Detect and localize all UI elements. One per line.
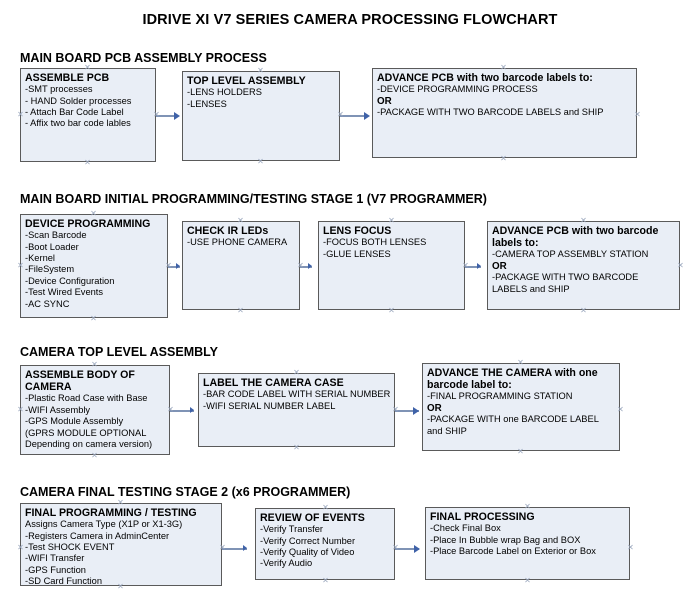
process-box-device-programming[interactable]: DEVICE PROGRAMMING -Scan Barcode -Boot L… [20,214,168,318]
section-heading-camera-final-testing: CAMERA FINAL TESTING STAGE 2 (x6 PROGRAM… [20,485,351,499]
box-line: -CAMERA TOP ASSEMBLY STATION [492,249,649,260]
process-box-review-of-events[interactable]: REVIEW OF EVENTS -Verify Transfer -Verif… [255,508,395,580]
page-title: IDRIVE XI V7 SERIES CAMERA PROCESSING FL… [142,12,558,28]
connector-arrowhead [364,112,370,120]
box-line: -PACKAGE WITH TWO BARCODE LABELS and SHI… [377,107,604,118]
box-line: -Test Wired Events [25,287,104,298]
box-line-or: OR [427,402,442,414]
box-line: -Verify Transfer [260,524,324,535]
section-heading-camera-top-level-assembly: CAMERA TOP LEVEL ASSEMBLY [20,345,218,359]
box-title: ADVANCE PCB with two barcode labels to: [377,72,593,84]
box-line: -GLUE LENSES [323,248,391,259]
box-line: -Boot Loader [25,241,79,252]
section-heading-main-board-pcb-assembly: MAIN BOARD PCB ASSEMBLY PROCESS [20,51,267,65]
box-line: -Verify Audio [260,558,313,569]
box-line: -Registers Camera in AdminCenter [25,530,170,541]
box-title: ASSEMBLE BODY OF CAMERA [25,369,135,394]
box-line: -WIFI Assembly [25,404,91,415]
box-line: -SMT processes [25,84,93,95]
box-title: LABEL THE CAMERA CASE [203,377,344,389]
box-line: -BAR CODE LABEL WITH SERIAL NUMBER [203,389,391,400]
connector-arrowhead [243,545,247,551]
connector-arrow [300,266,312,268]
box-line: -DEVICE PROGRAMMING PROCESS [377,84,538,95]
box-line: -GPS Module Assembly [25,416,124,427]
box-line: -FOCUS BOTH LENSES [323,237,427,248]
box-line: -FileSystem [25,264,75,275]
box-line: Depending on camera version) [25,439,153,450]
connector-arrow [465,266,481,268]
box-line: -Kernel [25,253,55,264]
box-line: -WIFI SERIAL NUMBER LABEL [203,400,336,411]
box-line: -AC SYNC [25,298,70,309]
section-heading-main-board-initial-programming: MAIN BOARD INITIAL PROGRAMMING/TESTING S… [20,192,487,206]
connector-arrow [168,266,180,268]
connector-arrowhead [176,263,180,269]
box-line-or: OR [377,95,392,107]
box-title: FINAL PROCESSING [430,511,535,523]
box-line: -GPS Function [25,564,86,575]
box-line: -Place Barcode Label on Exterior or Box [430,546,596,557]
box-title: TOP LEVEL ASSEMBLY [187,75,306,87]
box-title: LENS FOCUS [323,225,392,237]
box-line: -USE PHONE CAMERA [187,237,288,248]
connector-arrow [156,115,178,117]
box-line: -Device Configuration [25,275,115,286]
box-title: REVIEW OF EVENTS [260,512,365,524]
connector-arrow [340,115,368,117]
box-line: - Affix two bar code lables [25,118,131,129]
process-box-assemble-pcb[interactable]: ASSEMBLE PCB -SMT processes - HAND Solde… [20,68,156,162]
box-line-or: OR [492,260,507,272]
box-title: FINAL PROGRAMMING / TESTING [25,507,197,519]
connector-arrowhead [174,112,180,120]
process-box-final-programming-testing[interactable]: FINAL PROGRAMMING / TESTING Assigns Came… [20,503,222,586]
connector-arrow [395,410,419,412]
process-box-final-processing[interactable]: FINAL PROCESSING -Check Final Box -Place… [425,507,630,580]
connector-arrowhead [413,407,419,415]
connector-arrowhead [414,545,420,553]
box-line: - HAND Solder processes [25,95,132,106]
connector-arrow [170,410,194,412]
box-line: -WIFI Transfer [25,553,85,564]
box-line: -Verify Correct Number [260,535,356,546]
box-title: DEVICE PROGRAMMING [25,218,151,230]
connector-arrow [395,548,419,550]
process-box-top-level-assembly[interactable]: TOP LEVEL ASSEMBLY -LENS HOLDERS -LENSES [182,71,340,161]
box-line: -LENS HOLDERS [187,87,262,98]
connector-arrowhead [477,263,481,269]
box-title: ADVANCE THE CAMERA with one barcode labe… [427,367,598,392]
box-line: -PACKAGE WITH TWO BARCODE LABELS and SHI… [492,272,639,294]
box-line: (GPRS MODULE OPTIONAL [25,427,147,438]
box-title: CHECK IR LEDs [187,225,269,237]
process-box-lens-focus[interactable]: LENS FOCUS -FOCUS BOTH LENSES -GLUE LENS… [318,221,465,310]
connector-arrowhead [308,263,312,269]
box-line: -Scan Barcode [25,230,87,241]
box-line: Assigns Camera Type (X1P or X1-3G) [25,519,183,530]
box-title: ADVANCE PCB with two barcode labels to: [492,225,659,250]
box-line: -Plastic Road Case with Base [25,393,148,404]
box-title: ASSEMBLE PCB [25,72,110,84]
process-box-assemble-body-of-camera[interactable]: ASSEMBLE BODY OF CAMERA -Plastic Road Ca… [20,365,170,455]
process-box-advance-the-camera[interactable]: ADVANCE THE CAMERA with one barcode labe… [422,363,620,451]
connector-arrow [222,548,247,550]
box-line: -PACKAGE WITH one BARCODE LABEL and SHIP [427,414,599,436]
box-line: -Test SHOCK EVENT [25,542,115,553]
box-line: -FINAL PROGRAMMING STATION [427,391,573,402]
process-box-advance-pcb[interactable]: ADVANCE PCB with two barcode labels to: … [372,68,637,158]
box-line: -Check Final Box [430,523,501,534]
process-box-check-ir-leds[interactable]: CHECK IR LEDs -USE PHONE CAMERA [182,221,300,310]
box-line: - Attach Bar Code Label [25,107,124,118]
box-line: -Place In Bubble wrap Bag and BOX [430,534,581,545]
box-line: -Verify Quality of Video [260,547,355,558]
process-box-label-the-camera-case[interactable]: LABEL THE CAMERA CASE -BAR CODE LABEL WI… [198,373,395,447]
connector-arrowhead [190,407,194,413]
box-line: -SD Card Function [25,576,102,586]
process-box-advance-pcb-stage1[interactable]: ADVANCE PCB with two barcode labels to: … [487,221,680,310]
box-line: -LENSES [187,98,227,109]
